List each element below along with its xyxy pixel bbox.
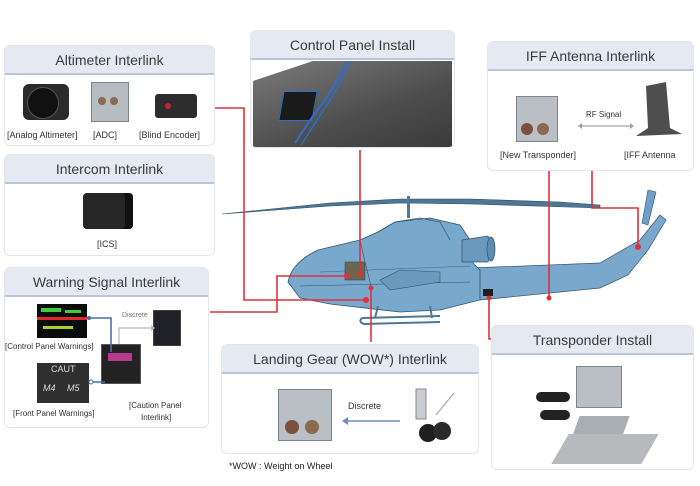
adc-label: [ADC]: [93, 130, 118, 140]
control-panel-install-panel: Control Panel Install: [250, 30, 455, 148]
discrete-label: Discrete: [348, 401, 382, 411]
cockpit-control-panel-image: [253, 61, 452, 147]
connector-dots: [344, 244, 641, 303]
caution-panel-label-line1: [Caution Panel: [129, 401, 182, 410]
discrete-arrow: [342, 388, 455, 442]
iff-antenna-label: [IFF Antenna: [624, 150, 676, 160]
cable-harness: [294, 61, 352, 146]
panel-title: Altimeter Interlink: [5, 46, 214, 75]
helicopter-illustration: [221, 189, 667, 326]
control-panel-warnings-image: [37, 304, 87, 338]
connector-lines: [210, 107, 639, 342]
panel-title: IFF Antenna Interlink: [488, 42, 693, 71]
landing-gear-interlink-panel: Landing Gear (WOW*) Interlink Discrete: [221, 344, 479, 454]
panel-title: Intercom Interlink: [5, 155, 214, 184]
connector-iff-antenna: [591, 170, 639, 247]
connector-warning: [210, 275, 347, 313]
panel-title: Landing Gear (WOW*) Interlink: [222, 345, 478, 374]
landing-gear-wheel-image: [415, 388, 455, 442]
blind-encoder-label: [Blind Encoder]: [139, 130, 201, 140]
iff-antenna-interlink-panel: IFF Antenna Interlink RF Signal [New Tra…: [487, 41, 694, 171]
control-panel-warnings-label: [Control Panel Warnings]: [5, 342, 94, 351]
front-panel-warnings-image: CAUT M4 M5: [37, 363, 89, 403]
panel-title: Transponder Install: [492, 326, 693, 355]
m5-label: M5: [67, 383, 80, 393]
analog-altimeter-label: [Analog Altimeter]: [7, 130, 78, 140]
ics-image: [83, 193, 133, 229]
iff-antenna-image: [636, 82, 682, 136]
adc-image: [91, 82, 129, 122]
new-transponder-image: [516, 96, 558, 142]
transponder-install-panel: Transponder Install: [491, 325, 694, 470]
intercom-interlink-panel: Intercom Interlink [ICS]: [4, 154, 215, 256]
panel-title: Control Panel Install: [251, 31, 454, 60]
panel-title: Warning Signal Interlink: [5, 268, 208, 297]
discrete-label: Discrete: [122, 312, 148, 319]
analog-altimeter-image: [23, 84, 69, 120]
warning-signal-wires: [87, 316, 155, 385]
m4-label: M4: [43, 383, 56, 393]
caution-panel-label-line2: Interlink]: [141, 413, 172, 422]
warning-signal-interlink-panel: Warning Signal Interlink CAUT M4 M5 Disc…: [4, 267, 209, 428]
blind-encoder-image: [155, 94, 197, 118]
rf-signal-arrow: [578, 82, 682, 136]
wow-footnote: *WOW : Weight on Wheel: [229, 461, 333, 471]
caut-label: CAUT: [51, 364, 76, 374]
rf-signal-label: RF Signal: [586, 110, 622, 119]
caution-panel-interlink-image: [101, 344, 141, 384]
transponder-unit-image: [278, 389, 332, 441]
caution-panel-image: [153, 310, 181, 346]
ics-label: [ICS]: [97, 239, 118, 249]
front-panel-warnings-label: [Front Panel Warnings]: [13, 409, 95, 418]
connector-altimeter: [215, 107, 366, 301]
altimeter-interlink-panel: Altimeter Interlink [Analog Altimeter] […: [4, 45, 215, 146]
new-transponder-label: [New Transponder]: [500, 150, 577, 160]
transponder-install-image: [532, 362, 662, 466]
